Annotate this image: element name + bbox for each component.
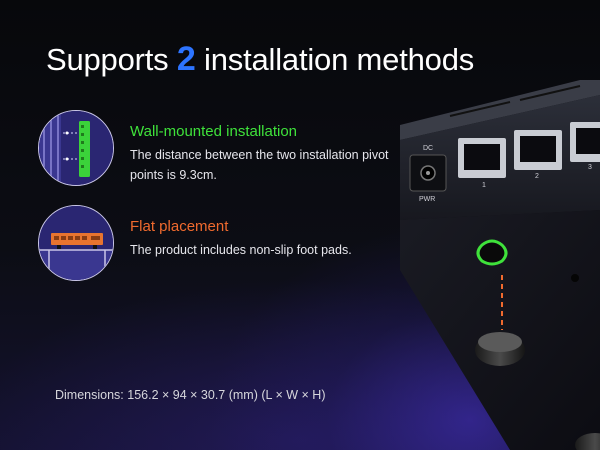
wall-mount-method: Wall-mounted installation The distance b… [38,110,390,186]
pwr-label: PWR [419,196,436,203]
headline-number: 2 [176,40,196,78]
flat-placement-method: Flat placement The product includes non-… [38,205,390,281]
port-number-1: 1 [482,182,486,189]
port-number-2: 2 [535,173,539,180]
headline-prefix: Supports [46,42,169,77]
port-number-3: 3 [588,164,592,171]
dimensions-text: Dimensions: 156.2 × 94 × 30.7 (mm) (L × … [55,388,326,402]
wall-mount-title: Wall-mounted installation [130,123,298,140]
wall-mount-description: The distance between the two installatio… [130,148,389,182]
dc-label: DC [423,145,434,152]
flat-placement-illustration [38,205,114,281]
flat-placement-title: Flat placement [130,218,229,235]
switch-device-image: DC PWR 1 2 3 [390,75,600,450]
headline-suffix: installation methods [204,42,475,77]
flat-placement-description: The product includes non-slip foot pads. [130,243,352,257]
wall-mount-illustration [38,110,114,186]
page-title: Supports 2 installation methods [46,40,474,79]
